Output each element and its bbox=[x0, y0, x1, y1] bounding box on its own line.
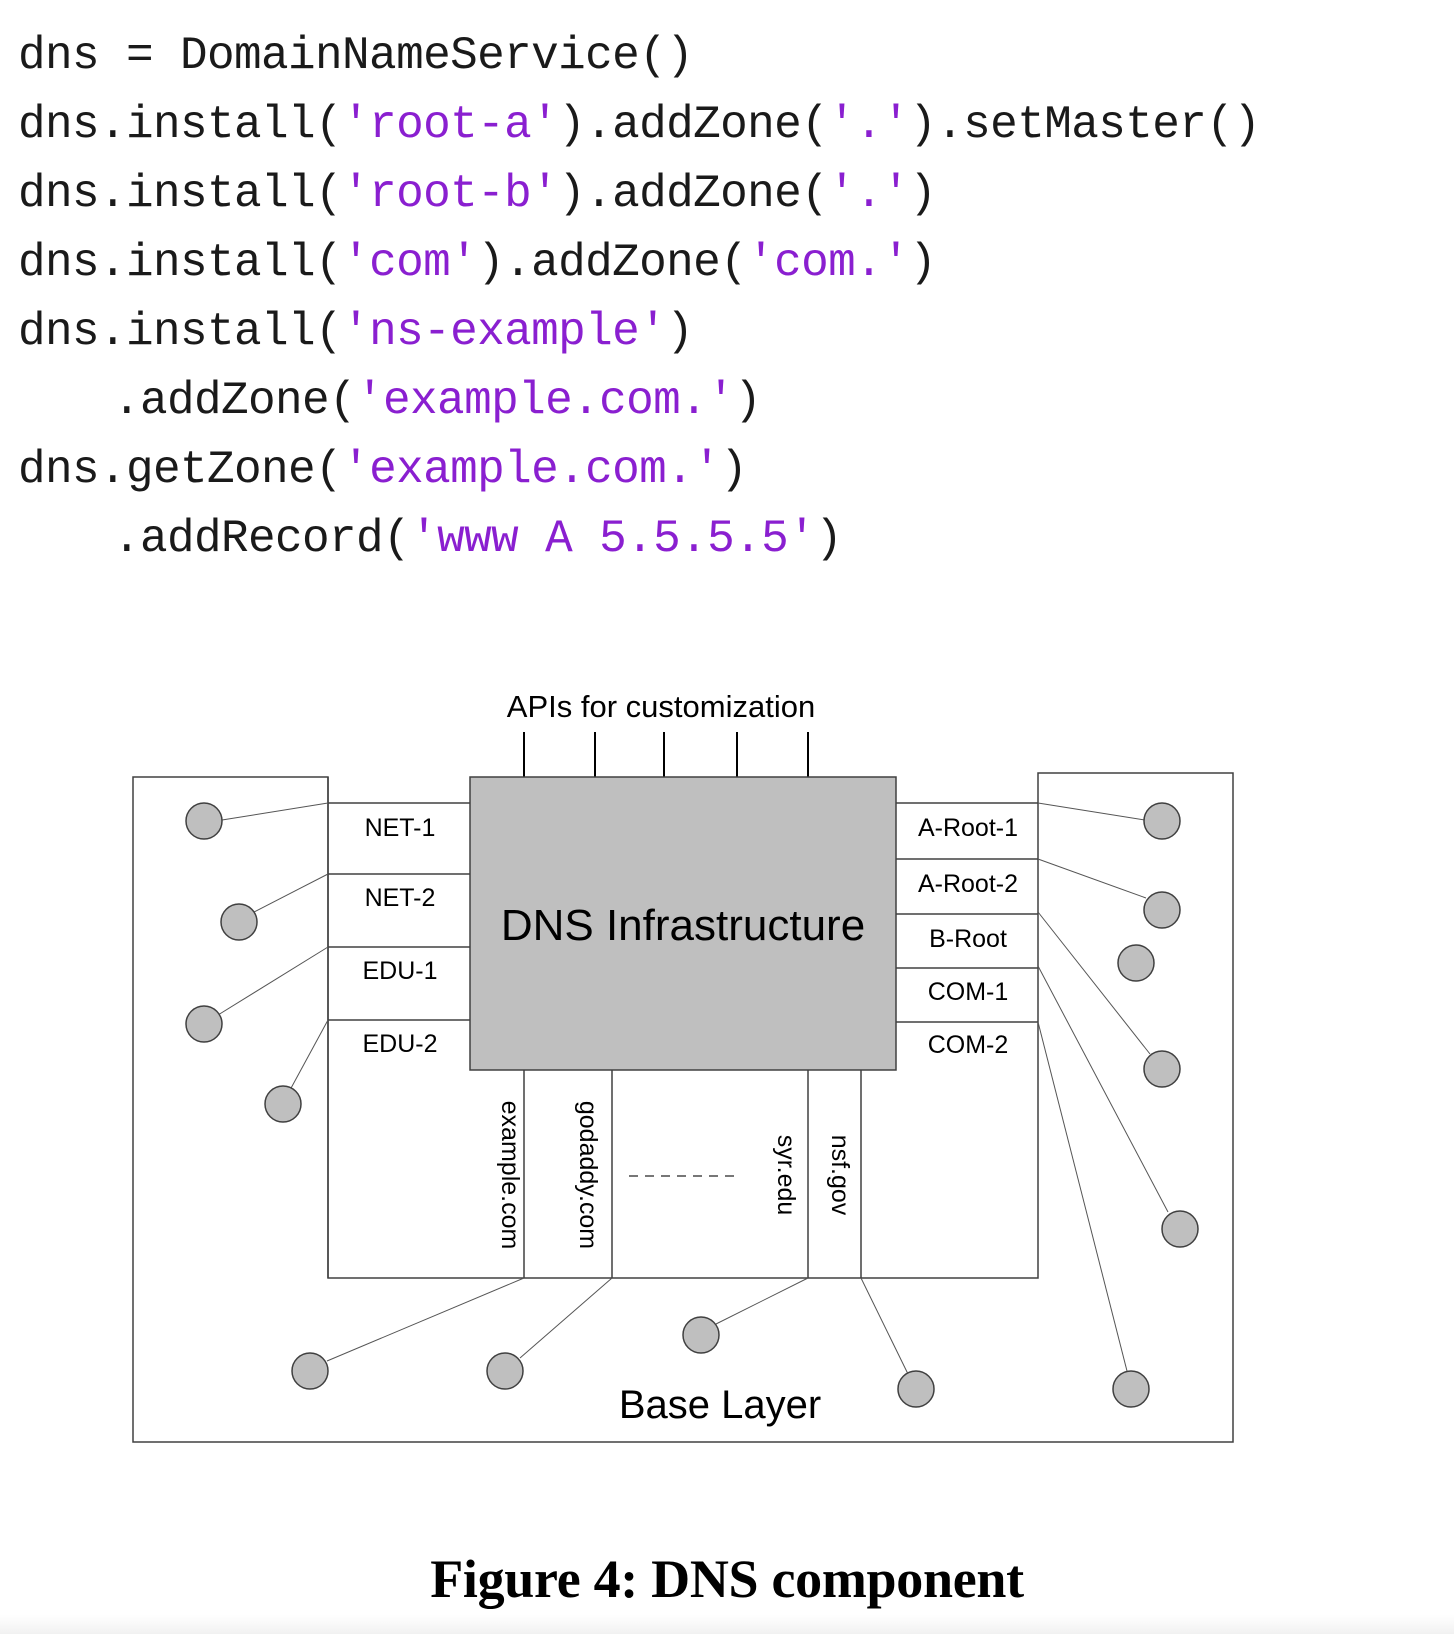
network-node bbox=[264, 1085, 302, 1123]
code-token: ) bbox=[815, 513, 843, 565]
code-string: ′com.′ bbox=[747, 237, 910, 289]
network-node bbox=[1143, 1050, 1181, 1088]
code-string: ′example.com.′ bbox=[342, 444, 721, 496]
right-server-label: COM-1 bbox=[928, 978, 1009, 1006]
code-line: dns.install(′root-b′).addZone(′.′) bbox=[18, 160, 1260, 229]
right-server-label: A-Root-1 bbox=[918, 814, 1018, 842]
bottom-server-label: godaddy.com bbox=[574, 1101, 602, 1249]
left-server-label: NET-1 bbox=[365, 814, 436, 842]
code-token: ).addZone( bbox=[477, 237, 748, 289]
code-token: ) bbox=[720, 444, 748, 496]
network-node bbox=[1161, 1210, 1199, 1248]
code-token: ) bbox=[909, 168, 937, 220]
left-server-rows bbox=[328, 802, 470, 1021]
code-string: ′example.com.′ bbox=[356, 375, 735, 427]
dns-infrastructure-box bbox=[469, 776, 897, 1071]
code-token: ) bbox=[666, 306, 694, 358]
code-token: ).setMaster() bbox=[909, 99, 1261, 151]
left-server-label: NET-2 bbox=[365, 884, 436, 912]
connector-lines bbox=[217, 802, 1169, 1375]
figure-caption: Figure 4: DNS component bbox=[430, 1549, 1024, 1609]
code-token: dns.install( bbox=[18, 306, 343, 358]
page-bottom-edge bbox=[0, 1615, 1454, 1634]
code-line: dns = DomainNameService() bbox=[18, 22, 1260, 91]
code-listing: dns = DomainNameService()dns.install(′ro… bbox=[18, 22, 1261, 574]
code-token: dns = DomainNameService() bbox=[18, 30, 694, 82]
code-token: ).addZone( bbox=[558, 168, 829, 220]
code-line: dns.install(′ns-example′) bbox=[18, 298, 1260, 367]
base-layer-nodes bbox=[185, 802, 1199, 1408]
code-string: ′root-b′ bbox=[342, 168, 559, 220]
bottom-server-label: example.com bbox=[496, 1101, 524, 1250]
bottom-server-label: syr.edu bbox=[772, 1135, 800, 1216]
code-string: ′www A 5.5.5.5′ bbox=[410, 513, 816, 565]
code-token: dns.getZone( bbox=[18, 444, 343, 496]
code-line: .addZone(′example.com.′) bbox=[18, 367, 1260, 436]
code-string: ′ns-example′ bbox=[342, 306, 667, 358]
code-line: dns.install(′com′).addZone(′com.′) bbox=[18, 229, 1260, 298]
network-node bbox=[1143, 891, 1181, 929]
api-label: APIs for customization bbox=[507, 689, 815, 724]
code-string: ′com′ bbox=[342, 237, 478, 289]
code-token: .addRecord( bbox=[113, 513, 411, 565]
network-node bbox=[897, 1370, 935, 1408]
network-node bbox=[1112, 1370, 1150, 1408]
code-string: ′.′ bbox=[828, 99, 910, 151]
bottom-server-columns bbox=[523, 1070, 862, 1278]
code-token: dns.install( bbox=[18, 168, 343, 220]
left-server-label: EDU-1 bbox=[362, 957, 437, 985]
right-server-label: B-Root bbox=[929, 925, 1007, 953]
code-line: dns.getZone(′example.com.′) bbox=[18, 436, 1260, 505]
code-token: dns.install( bbox=[18, 237, 343, 289]
code-token: dns.install( bbox=[18, 99, 343, 151]
code-token: ) bbox=[734, 375, 762, 427]
left-server-label: EDU-2 bbox=[362, 1030, 437, 1058]
network-node bbox=[1143, 802, 1181, 840]
network-node bbox=[1117, 944, 1155, 982]
network-node bbox=[486, 1352, 524, 1390]
network-node bbox=[291, 1352, 329, 1390]
bottom-server-label: nsf.gov bbox=[826, 1135, 854, 1216]
code-string: ′root-a′ bbox=[342, 99, 559, 151]
code-line: .addRecord(′www A 5.5.5.5′) bbox=[18, 505, 1260, 574]
code-token: .addZone( bbox=[113, 375, 357, 427]
right-server-label: COM-2 bbox=[928, 1031, 1009, 1059]
code-token: ).addZone( bbox=[558, 99, 829, 151]
code-line: dns.install(′root-a′).addZone(′.′).setMa… bbox=[18, 91, 1261, 160]
api-ticks bbox=[523, 732, 809, 777]
network-node bbox=[185, 1005, 223, 1043]
code-token: ) bbox=[909, 237, 937, 289]
code-string: ′.′ bbox=[828, 168, 910, 220]
network-node bbox=[220, 903, 258, 941]
network-node bbox=[185, 802, 223, 840]
base-layer-label: Base Layer bbox=[619, 1383, 821, 1427]
network-node bbox=[682, 1316, 720, 1354]
dns-infrastructure-label: DNS Infrastructure bbox=[501, 901, 865, 950]
right-server-rows bbox=[896, 802, 1038, 1023]
right-server-label: A-Root-2 bbox=[918, 870, 1018, 898]
